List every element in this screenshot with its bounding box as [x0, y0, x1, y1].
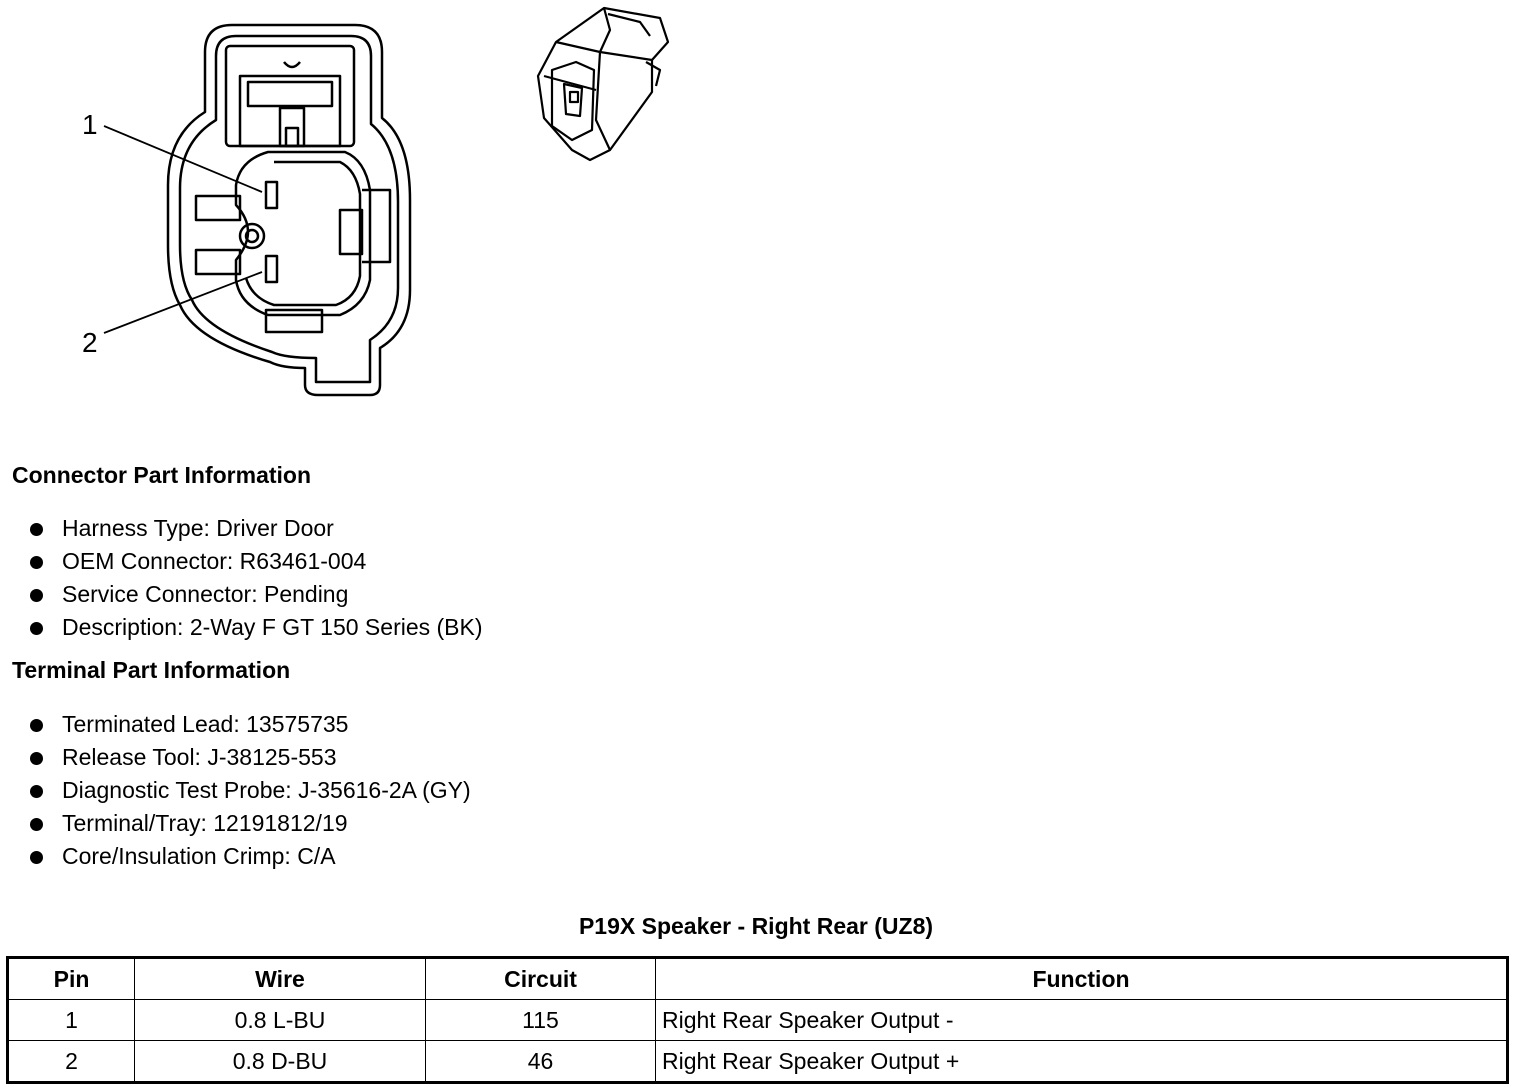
bullet-icon — [30, 818, 43, 831]
bullet-icon — [30, 752, 43, 765]
connector-info-list: Harness Type: Driver Door OEM Connector:… — [0, 512, 483, 644]
cell-wire: 0.8 L-BU — [134, 999, 426, 1041]
latch-frame — [224, 44, 356, 148]
list-item-text: Terminal/Tray: 12191812/19 — [62, 810, 348, 836]
list-item: Harness Type: Driver Door — [0, 512, 483, 545]
polarization-key — [238, 222, 266, 250]
connector-housing-inner — [178, 34, 400, 384]
cell-wire: 0.8 D-BU — [134, 1040, 426, 1083]
terminal-cavity-2 — [264, 254, 279, 284]
terminal-info-heading: Terminal Part Information — [12, 657, 291, 683]
column-header-wire: Wire — [134, 957, 426, 1000]
list-item-text: Core/Insulation Crimp: C/A — [62, 843, 336, 869]
column-header-circuit: Circuit — [425, 957, 656, 1000]
right-key-guide — [362, 188, 392, 264]
polarization-key-inner — [244, 228, 260, 244]
pin-1-label: 1 — [82, 109, 98, 140]
column-header-pin: Pin — [7, 957, 135, 1000]
column-header-function: Function — [655, 957, 1508, 1000]
cell-function: Right Rear Speaker Output - — [655, 999, 1508, 1041]
list-item: Service Connector: Pending — [0, 578, 483, 611]
bullet-icon — [30, 523, 43, 536]
bullet-icon — [30, 851, 43, 864]
pin-table: Pin Wire Circuit Function 1 0.8 L-BU 115… — [6, 956, 1509, 1084]
cell-circuit: 115 — [425, 999, 656, 1041]
list-item-text: Release Tool: J-38125-553 — [62, 744, 337, 770]
list-item-text: Terminated Lead: 13575735 — [62, 711, 349, 737]
pin-2-leader-line — [103, 271, 263, 334]
table-caption: P19X Speaker - Right Rear (UZ8) — [578, 913, 934, 939]
connector-housing-outline — [166, 23, 412, 397]
list-item-text: Diagnostic Test Probe: J-35616-2A (GY) — [62, 777, 471, 803]
latch-body — [238, 74, 342, 148]
bullet-icon — [30, 556, 43, 569]
bottom-tab — [264, 308, 324, 334]
list-item: OEM Connector: R63461-004 — [0, 545, 483, 578]
connector-diagram: 1 2 — [82, 6, 670, 397]
bullet-icon — [30, 785, 43, 798]
right-key — [338, 208, 364, 256]
cell-pin: 2 — [7, 1040, 135, 1083]
left-tab-lower — [194, 248, 242, 276]
list-item-text: OEM Connector: R63461-004 — [62, 548, 367, 574]
connector-3d-view — [536, 6, 670, 162]
list-item: Diagnostic Test Probe: J-35616-2A (GY) — [0, 774, 471, 807]
cell-circuit: 46 — [425, 1040, 656, 1083]
list-item-text: Harness Type: Driver Door — [62, 515, 334, 541]
list-item: Terminal/Tray: 12191812/19 — [0, 807, 471, 840]
bullet-icon — [30, 719, 43, 732]
table-row: 1 0.8 L-BU 115 Right Rear Speaker Output… — [7, 999, 1508, 1041]
mating-face-inner — [244, 160, 362, 307]
list-item-text: Description: 2-Way F GT 150 Series (BK) — [62, 614, 483, 640]
connector-info-heading: Connector Part Information — [12, 462, 312, 488]
bullet-icon — [30, 589, 43, 602]
cell-function: Right Rear Speaker Output + — [655, 1040, 1508, 1083]
list-item-text: Service Connector: Pending — [62, 581, 349, 607]
list-item: Description: 2-Way F GT 150 Series (BK) — [0, 611, 483, 644]
latch-notch — [283, 61, 301, 69]
terminal-info-list: Terminated Lead: 13575735 Release Tool: … — [0, 708, 471, 873]
left-tab-upper — [194, 194, 242, 222]
latch-bar — [246, 80, 334, 108]
cell-pin: 1 — [7, 999, 135, 1041]
list-item: Core/Insulation Crimp: C/A — [0, 840, 471, 873]
bullet-icon — [30, 622, 43, 635]
latch-tab-inner — [284, 126, 300, 148]
table-header-row: Pin Wire Circuit Function — [7, 957, 1508, 1000]
table-row: 2 0.8 D-BU 46 Right Rear Speaker Output … — [7, 1040, 1508, 1083]
pin-2-label: 2 — [82, 327, 98, 358]
terminal-cavity-1 — [264, 180, 279, 210]
list-item: Release Tool: J-38125-553 — [0, 741, 471, 774]
list-item: Terminated Lead: 13575735 — [0, 708, 471, 741]
pin-1-leader-line — [103, 125, 263, 193]
